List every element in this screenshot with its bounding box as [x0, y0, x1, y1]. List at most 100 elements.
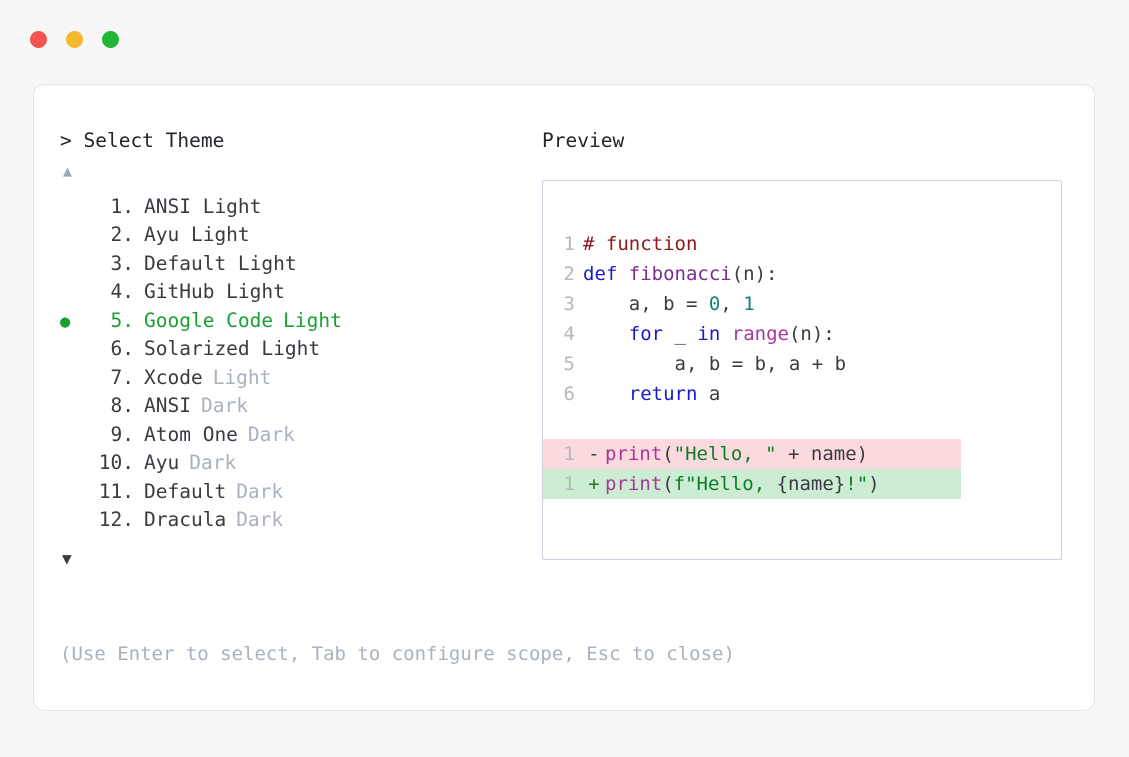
code-line-text: for _ in range(n):: [583, 319, 835, 349]
theme-item-name: GitHub Light: [144, 280, 285, 303]
line-number: 2: [563, 262, 575, 285]
scroll-up-icon[interactable]: ▲: [63, 161, 73, 180]
theme-item-variant: Light: [212, 365, 272, 389]
theme-list-item[interactable]: 9. Atom One Dark: [60, 421, 530, 450]
theme-item-name: Default: [144, 479, 227, 503]
code-token: (: [662, 442, 674, 465]
line-number: 3: [563, 292, 575, 315]
keyboard-hint: (Use Enter to select, Tab to configure s…: [60, 643, 735, 665]
preview-label: Preview: [542, 129, 625, 152]
code-line: 3 a, b = 0, 1: [543, 289, 1061, 319]
code-token: ): [868, 472, 880, 495]
code-line-text: return a: [583, 379, 721, 409]
line-number: 4: [563, 322, 575, 345]
scroll-down-icon[interactable]: ▼: [62, 548, 72, 568]
theme-item-name: Google Code: [144, 308, 274, 332]
theme-item-index: 10.: [98, 451, 134, 474]
theme-selector-column: > Select Theme ▲ 1. ANSI Light 2. Ayu Light…: [60, 131, 530, 567]
theme-item-index: 11.: [98, 479, 134, 503]
theme-item-variant: Dark: [200, 394, 248, 417]
line-number: 1: [563, 232, 575, 255]
theme-item-name: Atom One: [144, 422, 238, 446]
theme-item-name: ANSI Light: [144, 194, 262, 218]
code-token: fibonacci: [628, 262, 732, 285]
theme-list-item[interactable]: 7. Xcode Light: [60, 364, 530, 393]
code-token: 0: [708, 292, 721, 315]
theme-item-index: 6.: [110, 337, 134, 360]
theme-item-index: 1.: [110, 194, 134, 218]
code-line-text: # function: [583, 229, 697, 259]
code-line-text: a, b = 0, 1: [583, 289, 755, 319]
code-token: range: [731, 322, 789, 345]
theme-item-name: Ayu: [144, 451, 180, 474]
code-token: (n):: [731, 262, 778, 285]
code-line: 1 # function: [543, 229, 1061, 259]
code-line-text: def fibonacci(n):: [583, 259, 777, 289]
code-token: a: [697, 382, 721, 405]
code-line-text: a, b = b, a + b: [583, 349, 847, 379]
theme-item-variant: Dark: [189, 451, 237, 474]
code-token: [720, 323, 731, 345]
code-token: "Hello, ": [673, 442, 777, 465]
code-token: !": [845, 472, 869, 495]
theme-item-index: 3.: [110, 251, 134, 275]
theme-list-item[interactable]: 6. Solarized Light: [60, 335, 530, 364]
theme-item-name: Solarized Light: [144, 337, 321, 360]
close-icon[interactable]: [30, 31, 47, 48]
theme-list-item[interactable]: 11. Default Dark: [60, 478, 530, 507]
code-token: print: [605, 472, 663, 495]
line-number: 1: [563, 472, 575, 495]
theme-item-index: 9.: [110, 422, 134, 446]
page-title: > Select Theme: [60, 129, 225, 152]
theme-list-item[interactable]: 3.Default Light: [60, 250, 530, 279]
theme-item-name: Xcode: [144, 365, 203, 389]
line-number: 1: [563, 442, 575, 465]
code-token: # function: [583, 232, 698, 255]
code-token: f"Hello,: [673, 472, 777, 495]
theme-item-variant: Dark: [236, 508, 284, 531]
theme-item-index: 7.: [110, 365, 134, 389]
code-token: for: [628, 322, 664, 345]
selected-bullet-icon: ●: [60, 311, 71, 332]
code-token: print: [605, 442, 663, 465]
theme-list-item[interactable]: 4.GitHub Light: [60, 278, 530, 307]
theme-item-variant: Dark: [236, 479, 284, 503]
code-line: 5 a, b = b, a + b: [543, 349, 1061, 379]
diff-sample: 1-print("Hello, " + name)1+print(f"Hello…: [543, 438, 1061, 499]
code-line: 4 for _ in range(n):: [543, 319, 1061, 349]
window-traffic-lights: [30, 31, 119, 48]
theme-item-index: 5.: [110, 308, 134, 332]
line-number: 5: [563, 352, 575, 375]
code-token: def: [583, 262, 629, 285]
zoom-icon[interactable]: [102, 31, 119, 48]
theme-list-item[interactable]: 2. Ayu Light: [60, 221, 530, 250]
theme-list-item[interactable]: 10. Ayu Dark: [60, 449, 530, 478]
theme-list-item[interactable]: 1. ANSI Light: [60, 193, 530, 222]
theme-item-variant: Dark: [247, 422, 295, 446]
theme-item-name: ANSI: [144, 394, 191, 417]
diff-marker: -: [588, 442, 600, 465]
diff-marker: +: [588, 472, 600, 495]
code-token: a, b =: [583, 292, 709, 315]
code-token: return: [628, 382, 698, 405]
code-token: ,: [720, 292, 744, 315]
theme-item-index: 2.: [110, 223, 134, 246]
minimize-icon[interactable]: [66, 31, 83, 48]
code-line: 2 def fibonacci(n):: [543, 259, 1061, 289]
diff-line-removed: 1-print("Hello, " + name): [543, 438, 961, 469]
theme-list-item[interactable]: ● 5. Google Code Light: [60, 307, 530, 336]
diff-line-added: 1+print(f"Hello, {name}!"): [543, 468, 961, 499]
code-token: (n):: [788, 322, 835, 345]
code-line: 6 return a: [543, 379, 1061, 409]
code-token: [583, 383, 629, 405]
code-token: _: [663, 322, 698, 345]
theme-picker-card: > Select Theme ▲ 1. ANSI Light 2. Ayu Light…: [33, 84, 1095, 711]
code-token: 1: [743, 292, 755, 315]
theme-item-variant: Light: [283, 308, 342, 332]
theme-item-name: Ayu Light: [144, 223, 250, 246]
